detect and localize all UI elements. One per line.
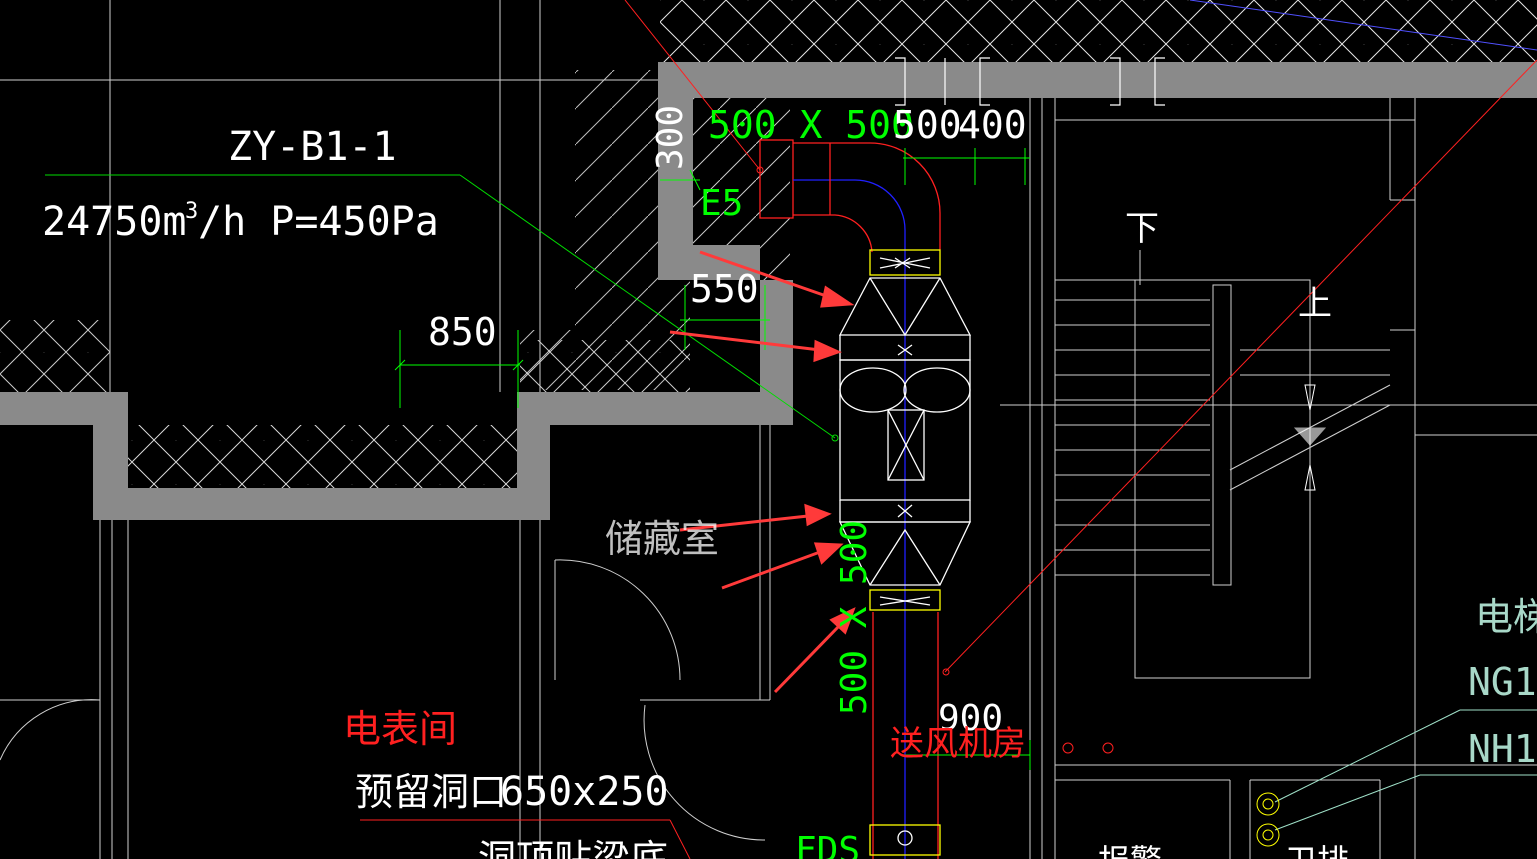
- dim-500: 500: [893, 103, 962, 147]
- wall-marks: [895, 57, 1165, 106]
- unit-flow-value: 24750m: [42, 199, 187, 245]
- dimension-lines: [394, 148, 1031, 770]
- hatch-regions: [0, 0, 1537, 488]
- unit-name-label: ZY-B1-1: [228, 124, 397, 170]
- dim-850: 850: [428, 310, 497, 354]
- dim-900: 900: [938, 698, 1003, 739]
- opening-note-cut: 洞顶贴梁底: [478, 837, 668, 859]
- unit-flow-sup: 3: [185, 199, 198, 224]
- fds-label: FDS: [795, 830, 860, 859]
- green-leader: [45, 174, 839, 442]
- room-storage-label: 储藏室: [605, 517, 719, 561]
- cyan-leaders: [1256, 709, 1537, 847]
- dim-550: 550: [690, 267, 759, 311]
- reserved-opening-label: 预留洞口: [355, 770, 507, 814]
- stair-down-label: 下: [1125, 209, 1159, 249]
- stair-case: [1055, 250, 1391, 679]
- nh1l-label: NH1L: [1468, 727, 1537, 771]
- unit-pressure-label: /h P=450Pa: [198, 199, 439, 245]
- red-leaders: [360, 0, 1537, 859]
- fitting-e5: E5: [700, 183, 743, 224]
- dim-400: 400: [958, 103, 1027, 147]
- reserved-opening-size: 650x250: [500, 769, 669, 815]
- ng1l-label: NG1L: [1468, 660, 1537, 704]
- bottom-left-cut-label: 报警: [1098, 842, 1162, 859]
- duct-size-side: 500 X 500: [834, 520, 875, 715]
- bottom-right-cut-label: 卫排: [1285, 842, 1349, 859]
- walls: [0, 62, 1537, 520]
- red-arrows: [669, 250, 856, 694]
- duct-system: [759, 139, 972, 859]
- dim-300: 300: [650, 105, 691, 170]
- room-fan-label: 送风机房: [890, 724, 1026, 764]
- elevator-label: 电梯前: [1475, 595, 1537, 639]
- doors: [0, 559, 770, 841]
- duct-size-top: 500 X 500: [708, 103, 914, 147]
- room-meter-label: 电表间: [343, 707, 457, 751]
- stair-up-label: 上: [1298, 284, 1332, 324]
- unit-flow-label: 24750m: [42, 199, 187, 245]
